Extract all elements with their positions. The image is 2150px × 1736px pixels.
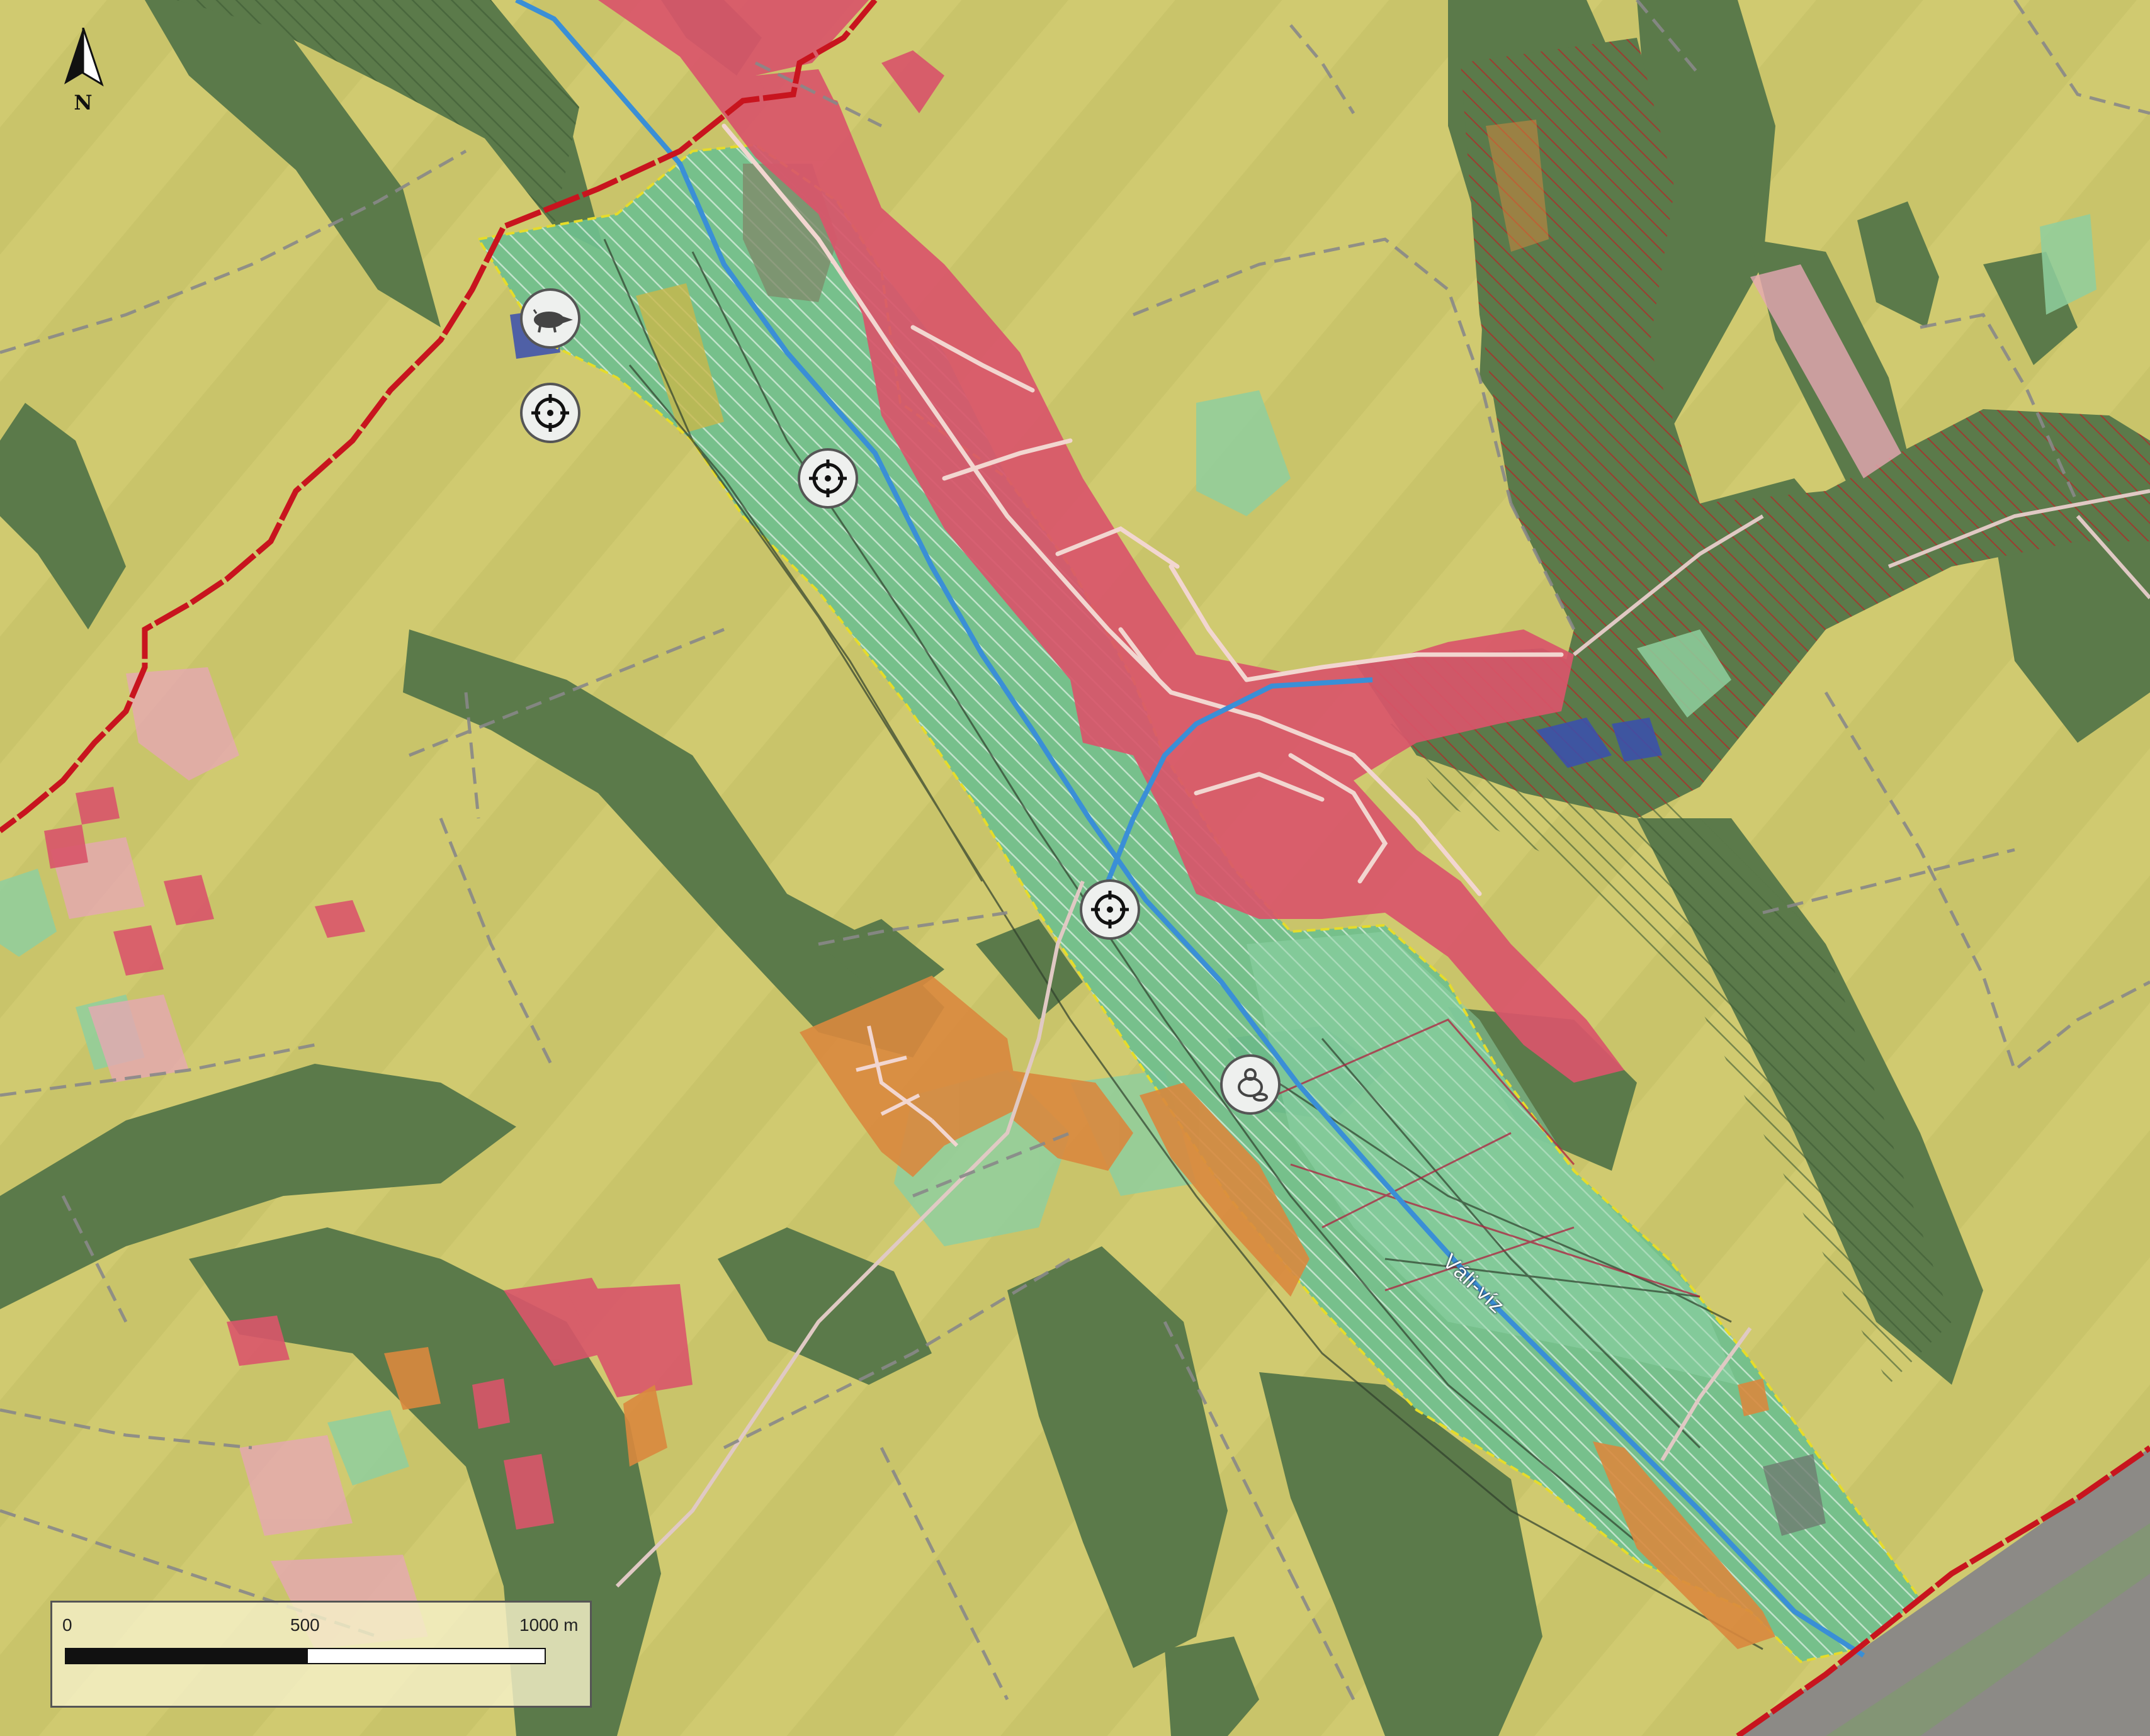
target-icon[interactable] <box>520 383 580 443</box>
scale-tick-500: 500 <box>290 1615 320 1635</box>
administrative-boundary-south <box>1736 1445 2150 1736</box>
wild-boar-icon[interactable] <box>520 288 580 349</box>
parcel-boundaries <box>0 0 2150 1701</box>
scale-bar: 0 500 1000 m <box>50 1601 592 1708</box>
scale-tick-0: 0 <box>62 1615 72 1635</box>
north-label: N <box>74 91 93 115</box>
protected-valley-corridor <box>478 145 1920 1662</box>
administrative-boundary <box>0 0 878 833</box>
rural-roads <box>615 489 2150 1588</box>
forest-hatched-zones <box>176 0 1952 1385</box>
field-division-lines <box>1246 1018 1700 1298</box>
north-arrow-icon <box>64 27 104 87</box>
industrial-area <box>384 976 1775 1649</box>
water-bodies <box>1536 718 1662 768</box>
scale-bar-black-segment <box>65 1648 307 1664</box>
target-icon[interactable] <box>798 448 858 509</box>
target-icon[interactable] <box>1080 879 1140 940</box>
village-parcels <box>44 787 693 1530</box>
river-vali-viz <box>515 0 1865 1658</box>
north-arrow: N <box>52 27 115 116</box>
beaver-icon[interactable] <box>1220 1054 1281 1115</box>
industrial-roads <box>856 1025 959 1147</box>
settlement-roads <box>721 123 1564 896</box>
scale-bar-white-segment <box>307 1648 546 1664</box>
scale-tick-1000: 1000 m <box>519 1615 579 1635</box>
